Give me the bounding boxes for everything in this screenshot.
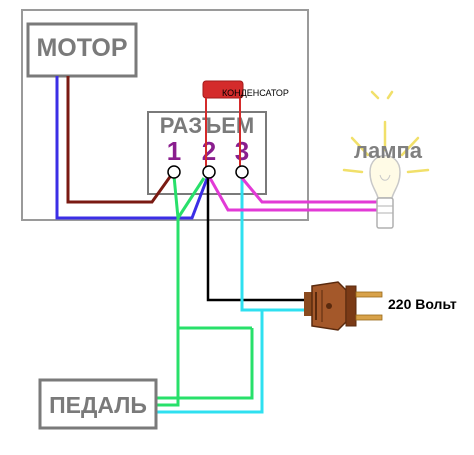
wire-magenta-2: [240, 177, 378, 204]
terminal-1: [167, 165, 181, 179]
terminal-digit-2: 2: [202, 136, 216, 166]
voltage-label: 220 Вольт: [388, 296, 457, 312]
wire-green-branch: [176, 177, 206, 219]
terminal-digit-3: 3: [235, 136, 249, 166]
capacitor-body: [202, 80, 244, 99]
wire-cyan: [240, 178, 310, 312]
wire-cyan-pedal: [155, 310, 264, 414]
motor-label: МОТОР: [36, 34, 127, 62]
capacitor-label: КОНДЕНСАТОР: [222, 88, 289, 98]
pedal-label: ПЕДАЛЬ: [49, 392, 147, 418]
wire-motor-blue: [55, 76, 210, 220]
terminal-3: [235, 165, 249, 179]
wire-green: [155, 175, 180, 407]
pedal-box: [38, 378, 158, 430]
lamp-icon: [342, 90, 430, 229]
motor-box: [26, 22, 138, 78]
wire-motor-brown: [66, 76, 174, 204]
wire-magenta-1: [208, 177, 378, 212]
terminal-digit-1: 1: [167, 136, 181, 166]
wire-green-pedal-2: [155, 328, 254, 400]
wire-black: [206, 178, 310, 302]
lamp-label: лампа: [354, 138, 423, 163]
terminal-2: [202, 165, 216, 179]
plug-icon: [304, 281, 383, 331]
